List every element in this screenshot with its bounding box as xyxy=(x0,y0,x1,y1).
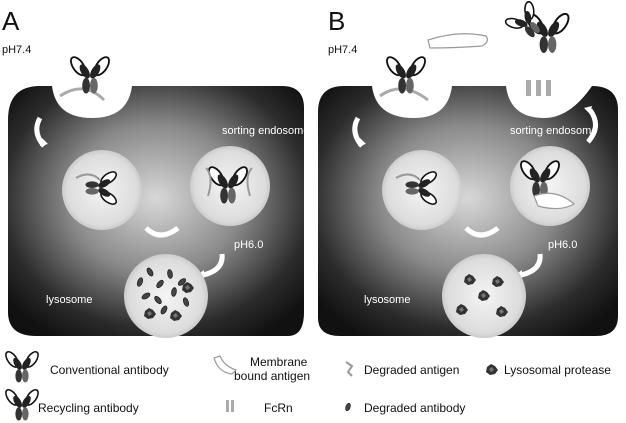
ph-top-b: pH7.4 xyxy=(328,44,357,56)
legend-label-conventional-antibody: Conventional antibody xyxy=(50,363,169,377)
ph-top-a: pH7.4 xyxy=(2,44,31,56)
sorting-endosome-label-a: sorting endosome xyxy=(222,125,309,137)
legend-label-degraded-antibody: Degraded antibody xyxy=(364,401,465,415)
panel-letter-a: A xyxy=(2,6,20,36)
legend-degraded-antigen: Degraded antigen xyxy=(346,362,459,377)
panel-letter-b: B xyxy=(328,6,345,36)
antibody-icon xyxy=(3,350,40,383)
legend-fcrn: FcRn xyxy=(226,400,293,415)
degraded-antibody-icon xyxy=(345,402,352,411)
sorting-endosome-label-b: sorting endosome xyxy=(510,125,597,137)
vesicle-sorting-b xyxy=(510,146,590,226)
surface-antibody-a xyxy=(60,55,112,100)
lysosome-label-b: lysosome xyxy=(364,294,410,306)
legend-recycling-antibody: Recycling antibody xyxy=(3,388,138,421)
legend-label-membrane-line1: Membrane xyxy=(250,355,308,369)
legend-conventional-antibody: Conventional antibody xyxy=(3,350,168,383)
fcrn-icon xyxy=(226,400,229,412)
legend-membrane-antigen: Membrane bound antigen xyxy=(214,355,310,383)
legend-label-membrane-line2: bound antigen xyxy=(234,369,310,383)
legend-label-lysosomal-protease: Lysosomal protease xyxy=(504,363,611,377)
membrane-antigen-icon xyxy=(214,356,236,374)
legend-label-fcrn: FcRn xyxy=(264,401,293,415)
legend: Conventional antibody Membrane bound ant… xyxy=(3,350,611,421)
legend-label-recycling-antibody: Recycling antibody xyxy=(38,401,139,415)
lysosome-label-a: lysosome xyxy=(46,294,92,306)
legend-label-degraded-antigen: Degraded antigen xyxy=(364,363,459,377)
panel-b: B pH7.4 sorting endosome pH6.0 xyxy=(318,0,618,338)
panel-a: A pH7.4 sorting endosome pH6.0 xyxy=(2,6,309,338)
legend-lysosomal-protease: Lysosomal protease xyxy=(486,363,611,377)
legend-degraded-antibody: Degraded antibody xyxy=(345,401,466,415)
ph-mid-b: pH6.0 xyxy=(548,239,577,251)
surface-antibody-b xyxy=(380,55,428,100)
ph-mid-a: pH6.0 xyxy=(234,239,263,251)
free-antigen-b xyxy=(428,34,487,48)
lysosome-a xyxy=(124,254,208,338)
protease-icon xyxy=(486,364,498,375)
surface-fcrn-b xyxy=(526,80,551,96)
degraded-antigen-icon xyxy=(346,362,352,376)
antibody-icon-recycling xyxy=(3,388,40,421)
